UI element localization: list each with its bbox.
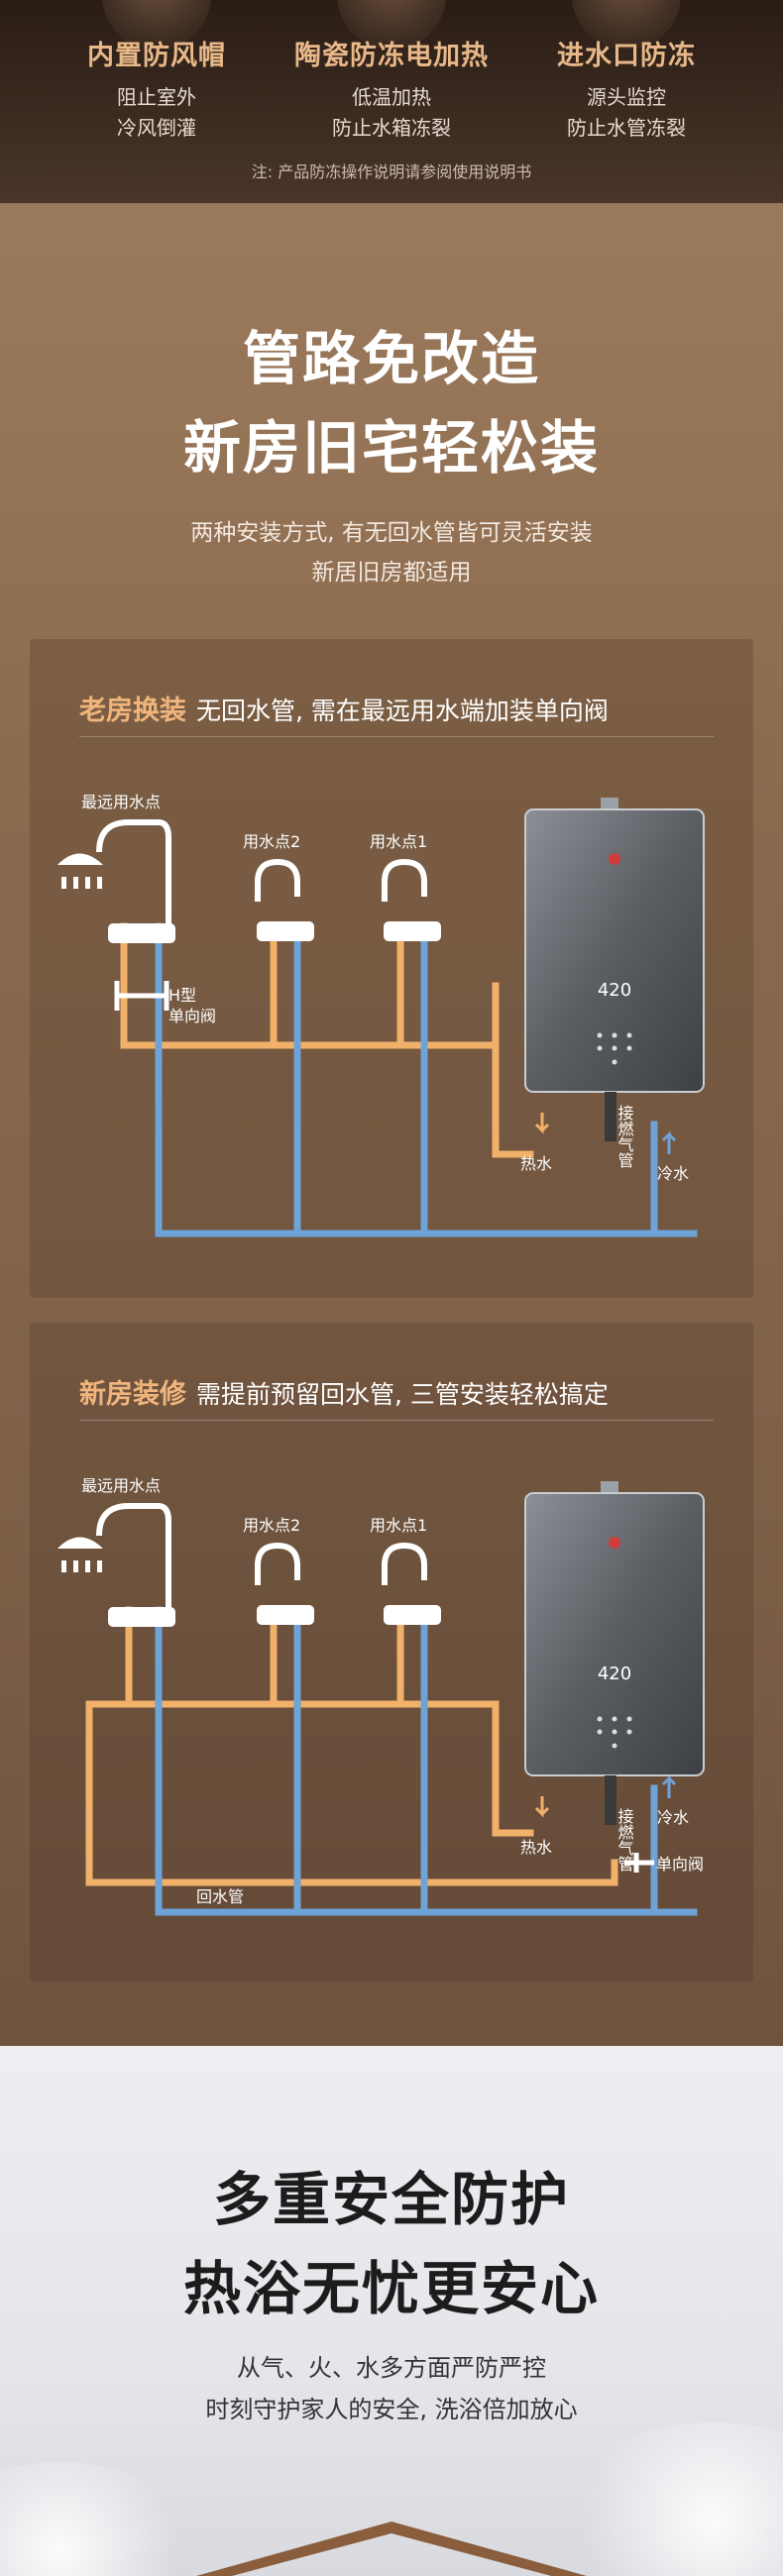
installation-band: 管路免改造 新房旧宅轻松装 两种安装方式, 有无回水管皆可灵活安装 新居旧房都适… bbox=[0, 203, 783, 2046]
label-check-valve: 单向阀 bbox=[168, 1007, 216, 1025]
label-point-2: 用水点2 bbox=[243, 1516, 300, 1535]
install-subtitle-line1: 两种安装方式, 有无回水管皆可灵活安装 bbox=[190, 520, 593, 546]
label-hot-water: 热水 bbox=[520, 1838, 552, 1857]
old-house-tag: 老房换装 bbox=[79, 696, 186, 726]
feature-ceramic-heating: 陶瓷防冻电加热 低温加热 防止水箱冻裂 bbox=[278, 34, 505, 144]
new-house-card: 新房装修需提前预留回水管, 三管安装轻松搞定 bbox=[30, 1323, 753, 1982]
cloud-decoration bbox=[0, 2462, 198, 2576]
cold-arrow-icon bbox=[661, 1774, 677, 1798]
label-cold-water: 冷水 bbox=[657, 1164, 689, 1183]
feature-title: 内置防风帽 bbox=[87, 41, 226, 71]
water-heater: 420 bbox=[524, 1481, 705, 1825]
new-house-heading: 新房装修需提前预留回水管, 三管安装轻松搞定 bbox=[79, 1372, 609, 1411]
cold-water-pipes bbox=[155, 922, 698, 1237]
new-house-pipe-diagram: 420 最远用水点 用水点2 用水点1 回水管 热水 接燃气管 冷水 单向阀 bbox=[57, 1476, 705, 1916]
divider bbox=[79, 1420, 714, 1421]
hot-water-pipes bbox=[85, 1606, 618, 1886]
label-point-2: 用水点2 bbox=[243, 832, 300, 851]
feature-title: 陶瓷防冻电加热 bbox=[294, 41, 489, 71]
safety-title-line2: 热浴无忧更安心 bbox=[182, 2255, 600, 2322]
label-h-type: H型 bbox=[168, 986, 196, 1005]
safety-title-line1: 多重安全防护 bbox=[212, 2166, 570, 2233]
safety-subtitle-line1: 从气、火、水多方面严防严控 bbox=[237, 2354, 546, 2382]
feature-windproof-cap: 内置防风帽 阻止室外 冷风倒灌 bbox=[43, 34, 271, 144]
heater-display: 420 bbox=[598, 1664, 631, 1684]
heater-display: 420 bbox=[598, 980, 631, 1001]
hot-arrow-icon bbox=[534, 1113, 550, 1134]
hot-water-pipes bbox=[120, 922, 534, 1158]
label-return-pipe: 回水管 bbox=[196, 1887, 244, 1906]
feature-title: 进水口防冻 bbox=[557, 41, 696, 71]
faucet-icon bbox=[255, 858, 314, 941]
faucet-icon bbox=[382, 858, 441, 941]
anti-freeze-features-band: 内置防风帽 阻止室外 冷风倒灌 陶瓷防冻电加热 低温加热 防止水箱冻裂 进水口防… bbox=[0, 0, 783, 203]
old-house-heading: 老房换装无回水管, 需在最远用水端加装单向阀 bbox=[79, 689, 609, 727]
new-house-desc: 需提前预留回水管, 三管安装轻松搞定 bbox=[196, 1380, 609, 1409]
faucet-icon bbox=[382, 1542, 441, 1625]
label-gas-pipe: 接燃气管 bbox=[615, 1105, 634, 1168]
water-heater: 420 bbox=[524, 798, 705, 1141]
feature-desc-line: 冷风倒灌 bbox=[117, 116, 196, 140]
old-house-card: 老房换装无回水管, 需在最远用水端加装单向阀 bbox=[30, 639, 753, 1298]
shower-head-icon bbox=[57, 1537, 103, 1572]
feature-inlet-antifreeze: 进水口防冻 源头监控 防止水管冻裂 bbox=[512, 34, 740, 144]
feature-desc-line: 防止水管冻裂 bbox=[567, 116, 686, 140]
hot-arrow-icon bbox=[534, 1796, 550, 1818]
feature-desc-line: 源头监控 bbox=[587, 85, 666, 109]
label-farthest-point: 最远用水点 bbox=[81, 793, 161, 811]
new-house-tag: 新房装修 bbox=[79, 1379, 186, 1410]
check-valve bbox=[624, 1853, 654, 1873]
label-farthest-point: 最远用水点 bbox=[81, 1476, 161, 1495]
feature-desc-line: 阻止室外 bbox=[117, 85, 196, 109]
shower-head-icon bbox=[57, 853, 103, 889]
safety-band: 多重安全防护 热浴无忧更安心 从气、火、水多方面严防严控 时刻守护家人的安全, … bbox=[0, 2046, 783, 2576]
old-house-pipe-diagram: 420 最远用水点 用水点2 用水点1 H型 单向阀 热水 接燃气管 冷水 bbox=[57, 793, 705, 1237]
divider bbox=[79, 736, 714, 737]
label-hot-water: 热水 bbox=[520, 1154, 552, 1173]
features-note: 注: 产品防冻操作说明请参阅使用说明书 bbox=[251, 162, 532, 181]
install-subtitle-line2: 新居旧房都适用 bbox=[311, 560, 472, 586]
label-point-1: 用水点1 bbox=[370, 832, 427, 851]
h-check-valve bbox=[114, 981, 169, 1011]
label-check-valve: 单向阀 bbox=[656, 1855, 704, 1874]
install-title-line2: 新房旧宅轻松装 bbox=[182, 414, 600, 482]
house-roof-graphic bbox=[195, 2522, 588, 2576]
safety-subtitle-line2: 时刻守护家人的安全, 洗浴倍加放心 bbox=[205, 2396, 578, 2423]
label-cold-water: 冷水 bbox=[657, 1808, 689, 1827]
label-gas-pipe: 接燃气管 bbox=[615, 1808, 634, 1872]
shower-fixture bbox=[96, 1503, 175, 1627]
install-title-line1: 管路免改造 bbox=[242, 325, 540, 392]
feature-desc-line: 防止水箱冻裂 bbox=[332, 116, 451, 140]
feature-desc-line: 低温加热 bbox=[352, 85, 431, 109]
cold-water-pipes bbox=[155, 1606, 698, 1916]
shower-fixture bbox=[96, 819, 175, 943]
cold-arrow-icon bbox=[661, 1130, 677, 1154]
old-house-desc: 无回水管, 需在最远用水端加装单向阀 bbox=[196, 697, 609, 725]
faucet-icon bbox=[255, 1542, 314, 1625]
label-point-1: 用水点1 bbox=[370, 1516, 427, 1535]
